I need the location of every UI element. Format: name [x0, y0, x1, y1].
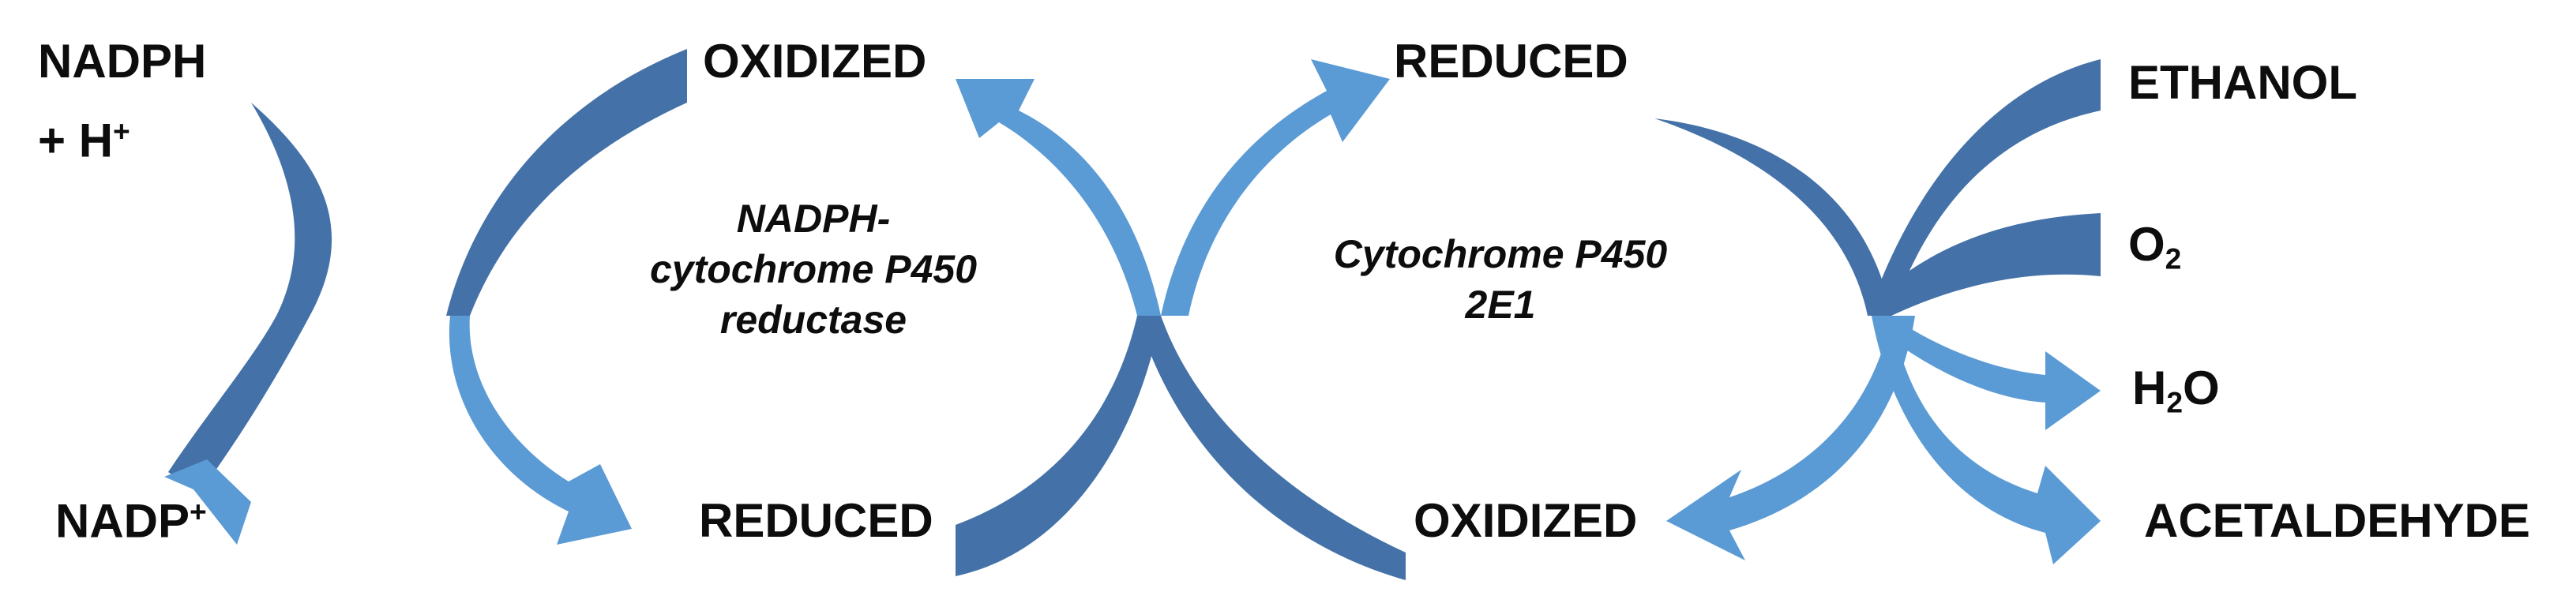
arrow-acetaldehyde-out [1872, 316, 2101, 564]
arrow-nadph-to-nadp [168, 49, 332, 493]
arrow-oxidized-to-reduced-reductase [449, 316, 632, 545]
label-nadp: NADP+ [55, 494, 207, 548]
enzyme-reductase: NADPH- cytochrome P450 reductase [624, 193, 1003, 345]
label-acetaldehyde: ACETALDEHYDE [2144, 494, 2530, 547]
enzyme-p450-line-1: Cytochrome P450 [1333, 232, 1668, 276]
arrow-ethanol-in [1868, 59, 2101, 316]
arrow-oxygen-in [1891, 213, 2101, 316]
label-nadph: NADPH [38, 35, 207, 88]
arrow-water-out [1891, 316, 2101, 430]
enzyme-reductase-line-3: reductase [719, 298, 907, 342]
arrow-to-oxidized-reductase [956, 79, 1161, 316]
enzyme-p450: Cytochrome P450 2E1 [1327, 229, 1674, 330]
label-h-plus: + H+ [38, 114, 130, 167]
label-reduced-reductase: REDUCED [699, 494, 933, 547]
arrowhead-oxidized-p450 [1666, 316, 1915, 560]
arrow-reduced-p450-band [1654, 71, 1891, 316]
label-oxidized-reductase: OXIDIZED [703, 35, 927, 88]
arrow-reduced-to-oxidized-reductase [956, 316, 1161, 576]
arrow-to-oxidized-p450 [1137, 316, 1406, 580]
label-oxygen: O2 [2128, 218, 2182, 275]
enzyme-reductase-line-1: NADPH- [736, 197, 891, 241]
arrowhead-nadp [164, 459, 251, 545]
enzyme-reductase-line-2: cytochrome P450 [649, 247, 978, 291]
label-ethanol: ETHANOL [2128, 56, 2357, 109]
arrow-to-reduced-p450 [1161, 59, 1390, 316]
label-reduced-p450: REDUCED [1394, 35, 1628, 88]
label-water: H2O [2132, 362, 2220, 419]
label-oxidized-p450: OXIDIZED [1414, 494, 1638, 547]
enzyme-p450-line-2: 2E1 [1465, 283, 1536, 327]
arrow-oxidized-from-nadph [446, 49, 687, 316]
